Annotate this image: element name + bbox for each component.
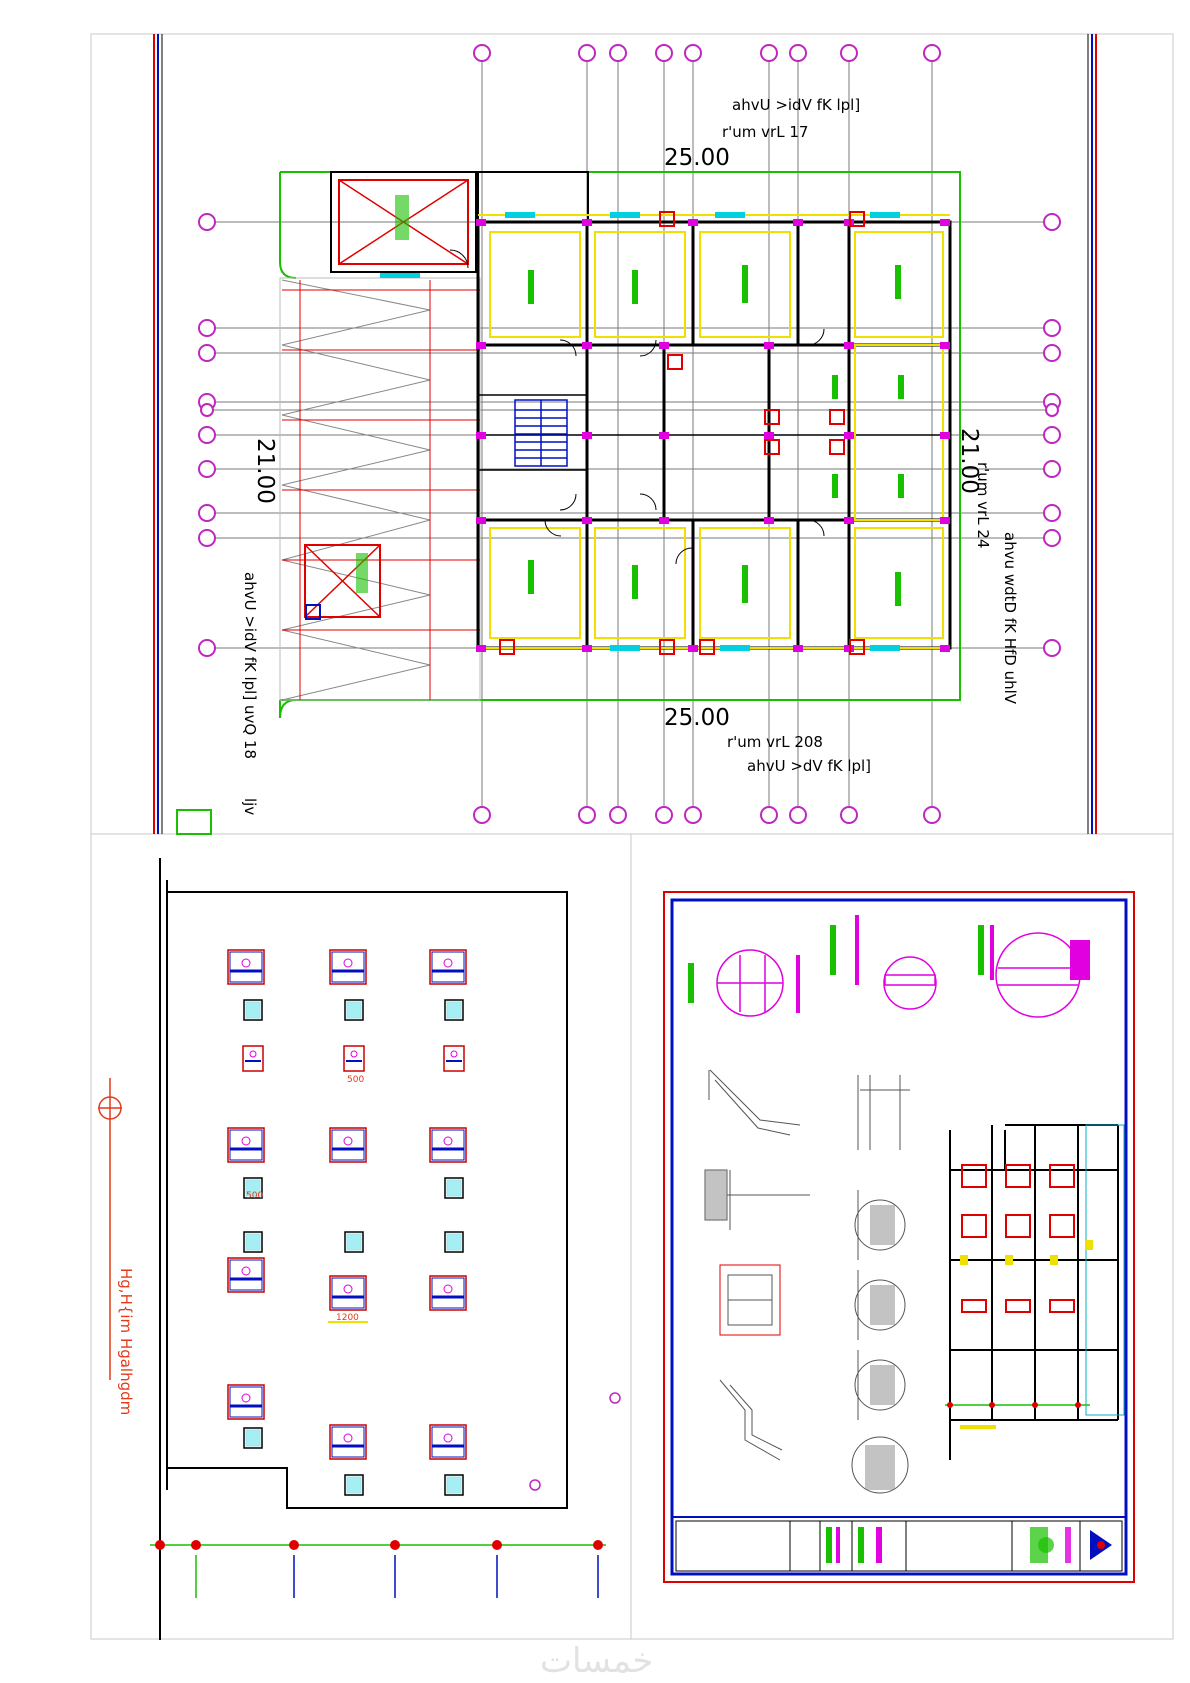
beams xyxy=(478,214,950,649)
title-block xyxy=(675,1520,1123,1572)
windows xyxy=(499,211,865,655)
foundation-title-marker xyxy=(98,1078,122,1380)
plan-left-label-1: ahvU >idV fK lpl] uvQ 18 xyxy=(241,572,259,759)
doors xyxy=(449,249,825,565)
detail-callouts xyxy=(716,932,1081,1018)
section-marker-2 xyxy=(609,1392,621,1404)
plan-top-label-1: ahvU >idV fK lpl] xyxy=(732,96,860,114)
watermark: خمسات xyxy=(540,1641,653,1681)
section-details xyxy=(704,1069,910,1494)
foundation-outline xyxy=(159,858,568,1620)
elevation xyxy=(949,1124,1119,1460)
plan-border-lines xyxy=(153,34,1097,834)
plan-right-label-1: r'um vrL 24 xyxy=(974,462,992,548)
section-hatching xyxy=(705,1170,895,1490)
dim-bottom: 25.00 xyxy=(664,705,730,731)
shaft-bottom xyxy=(304,544,381,620)
details-frame xyxy=(663,891,1135,1583)
grid-bubbles xyxy=(198,44,1061,824)
room-tags xyxy=(528,265,904,606)
dim-right: 21.00 xyxy=(956,428,982,494)
title-block-fills xyxy=(826,1527,1112,1563)
foundation-axis xyxy=(150,1525,606,1640)
plan-right-label-2: ahvu wdtD fK HfD uhlV xyxy=(1001,532,1019,705)
openings-cyan xyxy=(380,212,900,651)
elevation-accents xyxy=(945,1124,1125,1429)
parking-area xyxy=(279,277,481,701)
plan-bottom-label-2: ahvU >dV fK lpl] xyxy=(747,757,871,775)
footing-dim-2: 500 xyxy=(246,1191,263,1201)
plan-marker xyxy=(176,809,212,835)
footing-dim-1: 500 xyxy=(347,1075,364,1085)
plan-top-label-2: r'um vrL 17 xyxy=(722,123,808,141)
section-marker-1 xyxy=(529,1479,541,1491)
detail-annotations xyxy=(688,925,984,1003)
site-boundary xyxy=(279,171,961,719)
footing-dim-3: 1200 xyxy=(336,1313,359,1323)
plan-bottom-label-1: r'um vrL 208 xyxy=(727,733,823,751)
elevation-windows xyxy=(961,1164,1075,1313)
plan-left-label-2: ljv xyxy=(241,798,259,815)
footings xyxy=(227,949,467,1496)
dim-left: 21.00 xyxy=(252,438,278,504)
staircase xyxy=(514,399,568,467)
dim-top: 25.00 xyxy=(664,145,730,171)
details-panel-frame xyxy=(630,833,1174,1640)
detail-annotations-magenta xyxy=(796,915,1090,1013)
foundation-title: Hg,H{im Hgalhgdm xyxy=(117,1268,135,1415)
columns xyxy=(476,219,950,652)
